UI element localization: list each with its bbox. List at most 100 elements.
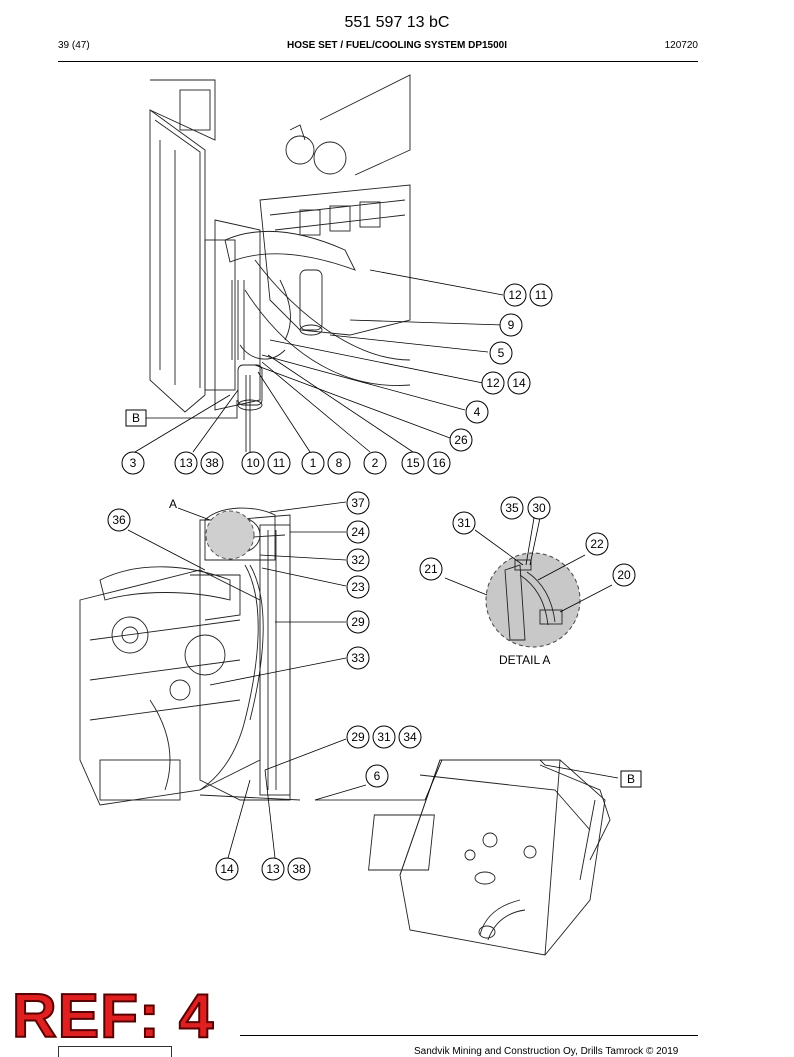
svg-text:1: 1 [310,456,317,470]
svg-text:20: 20 [617,568,631,582]
leader-lines-detail [444,517,613,613]
leader-lines-lower [127,501,619,859]
svg-text:13: 13 [179,456,193,470]
callout-15: 15 [401,451,425,475]
svg-text:31: 31 [457,516,471,530]
svg-text:15: 15 [406,456,420,470]
svg-text:38: 38 [205,456,219,470]
date-code: 120720 [664,40,698,51]
svg-text:30: 30 [532,501,546,515]
svg-text:31: 31 [377,730,391,744]
svg-text:32: 32 [351,553,365,567]
callout-12-top: 12 [503,283,527,307]
svg-text:4: 4 [474,405,481,419]
footer-rule [240,1035,698,1036]
callout-32: 32 [346,548,370,572]
callout-9: 9 [499,313,523,337]
footer-copyright: Sandvik Mining and Construction Oy, Dril… [414,1046,679,1057]
callout-11-top: 11 [529,283,553,307]
callout-4: 4 [465,400,489,424]
svg-text:37: 37 [351,496,365,510]
leader-lines-top [134,269,504,453]
svg-text:10: 10 [246,456,260,470]
callout-21: 21 [419,557,443,581]
callout-26: 26 [449,428,473,452]
callout-29-low: 29 [346,725,370,749]
svg-text:9: 9 [508,318,515,332]
callout-8: 8 [327,451,351,475]
callout-20: 20 [612,563,636,587]
svg-text:29: 29 [351,730,365,744]
svg-text:B: B [627,772,635,786]
svg-text:21: 21 [424,562,438,576]
callout-13-low: 13 [261,857,285,881]
svg-text:12: 12 [486,376,500,390]
callout-3: 3 [121,451,145,475]
view-label-b-top: B [125,409,147,427]
engine-side-illustration [79,507,301,806]
svg-text:23: 23 [351,580,365,594]
callout-10: 10 [241,451,265,475]
callout-1: 1 [301,451,325,475]
svg-text:16: 16 [432,456,446,470]
view-label-b-tank: B [620,770,642,788]
svg-text:36: 36 [112,513,126,527]
callout-37: 37 [346,491,370,515]
svg-text:14: 14 [220,862,234,876]
callout-31-low: 31 [372,725,396,749]
callout-14-low: 14 [215,857,239,881]
callout-38-top: 38 [200,451,224,475]
svg-text:13: 13 [266,862,280,876]
callout-16: 16 [427,451,451,475]
callout-36: 36 [107,508,131,532]
brand-logo [58,1046,172,1057]
svg-text:35: 35 [505,501,519,515]
callout-2: 2 [363,451,387,475]
callout-6: 6 [365,764,389,788]
svg-text:33: 33 [351,651,365,665]
detail-a-pointer [177,507,255,560]
callout-29-mid: 29 [346,610,370,634]
svg-text:34: 34 [403,730,417,744]
callout-24: 24 [346,520,370,544]
callout-23: 23 [346,575,370,599]
svg-text:8: 8 [336,456,343,470]
svg-text:14: 14 [512,376,526,390]
svg-text:12: 12 [508,288,522,302]
svg-text:11: 11 [273,456,286,470]
header-rule [58,61,698,62]
document-number: 551 597 13 bC [344,14,450,31]
svg-text:26: 26 [454,433,468,447]
page-number: 39 (47) [58,40,90,51]
svg-text:2: 2 [372,456,379,470]
page-title: HOSE SET / FUEL/COOLING SYSTEM DP1500I [286,40,508,51]
detail-a-pointer-letter: A [169,497,177,511]
detail-a-label: DETAIL A [499,653,550,667]
callout-31-detail: 31 [452,511,476,535]
svg-text:6: 6 [374,769,381,783]
svg-text:29: 29 [351,615,365,629]
callout-38-low: 38 [287,857,311,881]
callout-35: 35 [500,496,524,520]
engine-cooling-illustration [149,74,411,413]
callout-11-bottom: 11 [267,451,291,475]
svg-text:24: 24 [351,525,365,539]
callout-5: 5 [489,341,513,365]
detail-a-view [485,552,581,648]
svg-text:38: 38 [292,862,306,876]
callout-12-mid: 12 [481,371,505,395]
fuel-tank-illustration [368,759,611,956]
callout-22: 22 [585,532,609,556]
callout-30: 30 [527,496,551,520]
callout-13-top: 13 [174,451,198,475]
svg-text:B: B [132,411,140,425]
callout-34: 34 [398,725,422,749]
ref-stamp: REF: 4 [11,982,215,1051]
callout-14-top: 14 [507,371,531,395]
svg-text:5: 5 [498,346,505,360]
svg-text:11: 11 [535,288,548,302]
svg-text:3: 3 [130,456,137,470]
svg-text:22: 22 [590,537,604,551]
callout-33: 33 [346,646,370,670]
